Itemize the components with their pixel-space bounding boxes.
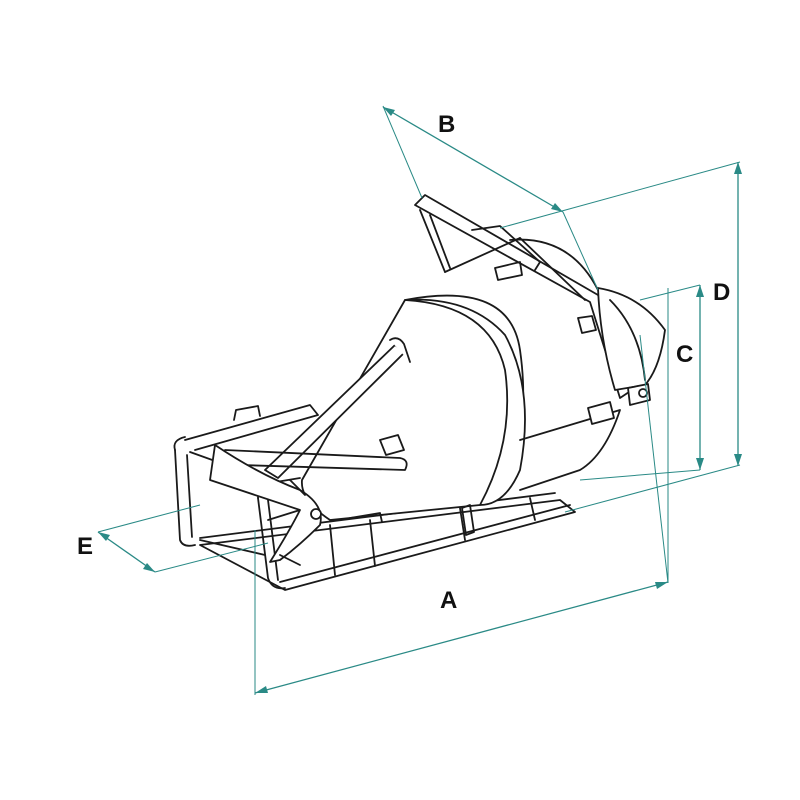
dimension-e: E bbox=[77, 504, 269, 573]
dimension-b: B bbox=[382, 105, 599, 291]
dimension-label-b: B bbox=[438, 111, 455, 138]
dimension-d: D bbox=[499, 161, 742, 513]
bucket-drawing bbox=[173, 194, 666, 591]
dimension-a: A bbox=[254, 288, 669, 695]
dimension-label-a: A bbox=[440, 587, 457, 614]
dimension-label-e: E bbox=[77, 533, 93, 560]
bucket-cone-body bbox=[301, 238, 666, 521]
dimension-lines: A B C D bbox=[77, 105, 742, 695]
discharge-lever bbox=[209, 337, 475, 566]
dimension-c: C bbox=[579, 284, 704, 481]
dimension-label-c: C bbox=[676, 341, 693, 368]
rear-cage-frame bbox=[173, 404, 341, 590]
dimension-label-d: D bbox=[713, 279, 730, 306]
